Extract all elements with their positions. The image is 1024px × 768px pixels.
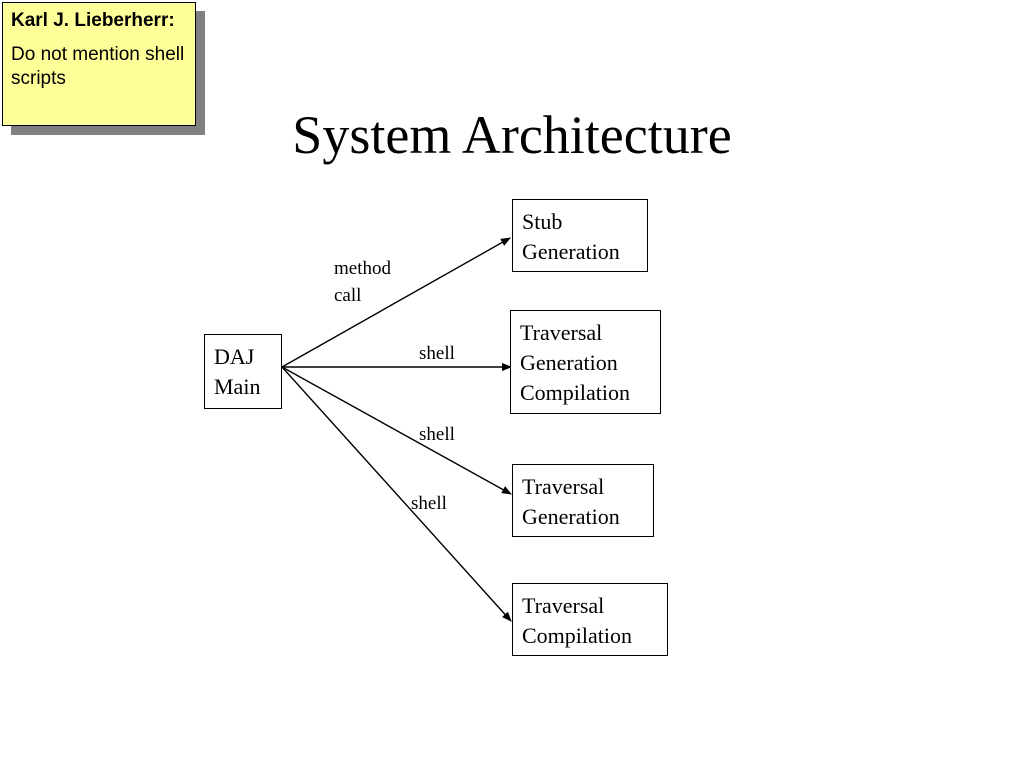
edge-label-method-call: method call [334, 255, 391, 309]
edge-label-method-call-line-1: method [334, 258, 391, 279]
note-text: Do not mention shell scripts [11, 44, 185, 89]
node-traversal-compilation-line-2: Compilation [522, 623, 632, 648]
arrow-to-traversal-compilation [281, 366, 512, 622]
edge-label-shell-1: shell [419, 343, 455, 364]
node-stub-generation[interactable]: Stub Generation [512, 199, 648, 272]
node-traversal-gen-comp-line-3: Compilation [520, 380, 630, 405]
slide-title: System Architecture [0, 100, 1024, 170]
node-traversal-generation-line-1: Traversal [522, 474, 605, 499]
note-author: Karl J. Lieberherr: [11, 10, 175, 31]
node-traversal-generation-line-2: Generation [522, 504, 620, 529]
node-traversal-gen-comp-line-1: Traversal [520, 320, 603, 345]
node-traversal-compilation[interactable]: Traversal Compilation [512, 583, 668, 656]
node-traversal-generation-compilation[interactable]: Traversal Generation Compilation [510, 310, 661, 414]
node-traversal-gen-comp-line-2: Generation [520, 350, 618, 375]
arrow-to-stub-generation [281, 237, 511, 368]
node-traversal-generation[interactable]: Traversal Generation [512, 464, 654, 537]
node-traversal-compilation-line-1: Traversal [522, 593, 605, 618]
speaker-note[interactable]: Karl J. Lieberherr: Do not mention shell… [2, 2, 196, 126]
edge-label-shell-2: shell [419, 424, 455, 445]
node-stub-generation-line-2: Generation [522, 239, 620, 264]
edge-label-shell-3: shell [411, 493, 447, 514]
node-stub-generation-line-1: Stub [522, 209, 563, 234]
slide-title-text: System Architecture [292, 105, 732, 165]
arrow-to-traversal-generation [281, 366, 512, 495]
edge-label-method-call-line-2: call [334, 285, 362, 306]
node-daj-main[interactable]: DAJ Main [204, 334, 282, 409]
node-daj-main-line-1: DAJ [214, 344, 255, 369]
node-daj-main-line-2: Main [214, 374, 261, 399]
